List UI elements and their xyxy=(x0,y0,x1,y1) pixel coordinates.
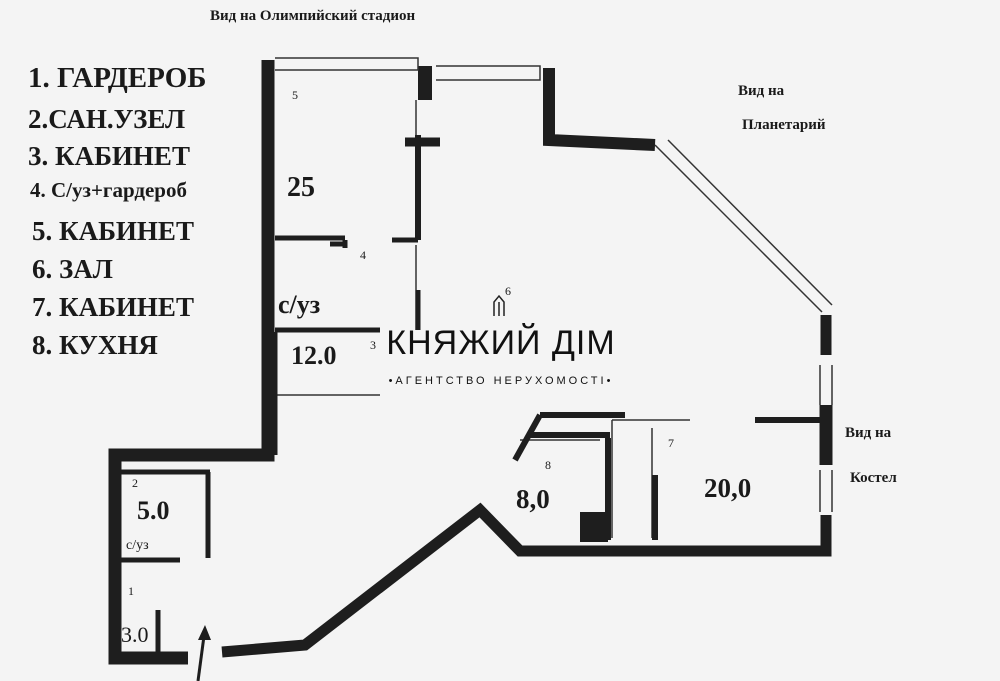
legend-item: 7. КАБИНЕТ xyxy=(32,292,194,322)
legend-item: 4. С/уз+гардероб xyxy=(30,178,187,202)
room-8-number: 8 xyxy=(545,458,551,472)
watermark-title: КНЯЖИЙ ДІМ xyxy=(386,324,616,362)
room-2-number: 2 xyxy=(132,476,138,490)
outer-wall-north xyxy=(543,68,656,151)
room-7-number: 7 xyxy=(668,436,674,450)
view-stadium-label: Вид на Олимпийский стадион xyxy=(210,8,416,24)
room-5-area: 25 xyxy=(287,172,315,203)
room-6-number: 6 xyxy=(505,284,511,298)
watermark-subtitle: •АГЕНТСТВО НЕРУХОМОСТІ• xyxy=(388,375,614,387)
view-church-label-1: Вид на xyxy=(845,425,892,441)
room-5-number: 5 xyxy=(292,88,298,102)
room-2-area: 5.0 xyxy=(137,496,170,525)
room-3-number: 3 xyxy=(370,338,376,352)
outer-wall-west xyxy=(108,60,275,665)
room-1-area: 3.0 xyxy=(121,622,149,647)
legend-item: 6. ЗАЛ xyxy=(32,254,113,284)
building-logo-icon xyxy=(493,294,505,316)
view-planetarium-label-1: Вид на xyxy=(738,83,785,99)
room-3-area: 12.0 xyxy=(291,341,337,370)
view-church-label-2: Костел xyxy=(850,470,897,486)
room-1-number: 1 xyxy=(128,584,134,598)
legend-item: 3. КАБИНЕТ xyxy=(28,141,190,171)
legend-item: 8. КУХНЯ xyxy=(32,330,158,360)
legend-item: 2.САН.УЗЕЛ xyxy=(28,104,186,134)
room-8-area: 8,0 xyxy=(516,484,550,514)
room-4-number: 4 xyxy=(360,248,366,262)
legend-item: 5. КАБИНЕТ xyxy=(32,216,194,246)
outer-wall-south xyxy=(221,502,832,658)
room-2-label: с/уз xyxy=(126,538,149,553)
room-legend: 1. ГАРДЕРОБ 2.САН.УЗЕЛ 3. КАБИНЕТ 4. С/у… xyxy=(28,64,206,359)
legend-item: 1. ГАРДЕРОБ xyxy=(28,62,207,94)
room-4-label: с/уз xyxy=(278,290,321,319)
view-planetarium-label-2: Планетарий xyxy=(742,117,826,133)
room-7-area: 20,0 xyxy=(704,473,752,503)
entrance-arrow xyxy=(196,625,211,681)
